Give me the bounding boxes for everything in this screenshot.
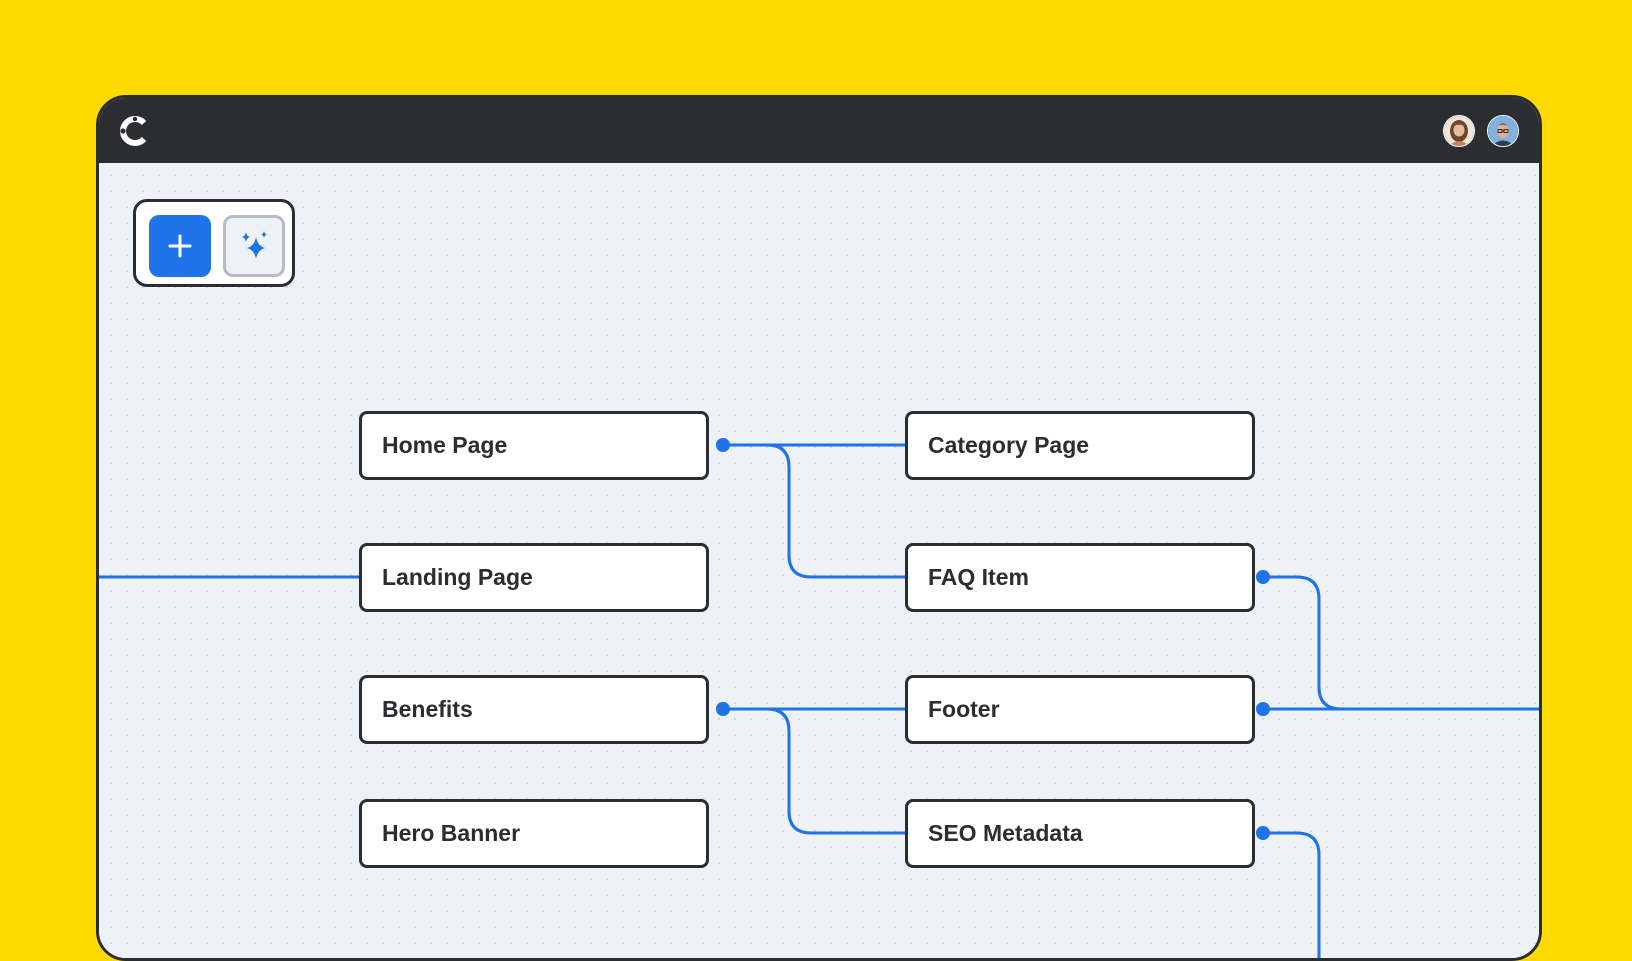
collaborator-avatars bbox=[1443, 115, 1519, 147]
avatar-man-glasses-icon bbox=[1488, 116, 1518, 146]
node-label: Footer bbox=[928, 696, 1000, 722]
node-category-page[interactable]: Category Page bbox=[905, 411, 1255, 480]
node-label: Benefits bbox=[382, 696, 473, 722]
add-node-button[interactable] bbox=[149, 215, 211, 277]
port-faq-out bbox=[1256, 570, 1270, 584]
flow-canvas[interactable]: Home Page Landing Page Benefits Hero Ban… bbox=[99, 163, 1539, 958]
node-label: SEO Metadata bbox=[928, 820, 1083, 846]
port-home-out bbox=[716, 438, 730, 452]
app-window: Home Page Landing Page Benefits Hero Ban… bbox=[96, 95, 1542, 961]
node-label: Hero Banner bbox=[382, 820, 521, 846]
avatar-woman-icon bbox=[1444, 116, 1474, 146]
title-bar bbox=[99, 98, 1539, 163]
node-hero-banner[interactable]: Hero Banner bbox=[359, 799, 709, 868]
port-footer-out bbox=[1256, 702, 1270, 716]
node-benefits[interactable]: Benefits bbox=[359, 675, 709, 744]
node-seo-metadata[interactable]: SEO Metadata bbox=[905, 799, 1255, 868]
plus-icon bbox=[168, 234, 192, 258]
avatar[interactable] bbox=[1443, 115, 1475, 147]
node-label: Landing Page bbox=[382, 564, 533, 590]
connector-seo-out bbox=[1261, 831, 1321, 958]
connector-faq-out bbox=[1261, 575, 1539, 711]
node-label: FAQ Item bbox=[928, 564, 1029, 590]
node-label: Category Page bbox=[928, 432, 1090, 458]
canvas-toolbar bbox=[133, 199, 295, 287]
connections bbox=[99, 438, 1539, 958]
connector-benefits-seo bbox=[721, 707, 917, 835]
node-label: Home Page bbox=[382, 432, 508, 458]
c-logo-icon[interactable] bbox=[118, 114, 152, 148]
node-landing-page[interactable]: Landing Page bbox=[359, 543, 709, 612]
port-seo-out bbox=[1256, 826, 1270, 840]
node-home-page[interactable]: Home Page bbox=[359, 411, 709, 480]
avatar[interactable] bbox=[1487, 115, 1519, 147]
ai-generate-button[interactable] bbox=[223, 215, 285, 277]
sparkles-icon bbox=[242, 231, 267, 259]
node-footer[interactable]: Footer bbox=[905, 675, 1255, 744]
node-faq-item[interactable]: FAQ Item bbox=[905, 543, 1255, 612]
connector-home-faq bbox=[721, 443, 917, 579]
port-benefits-out bbox=[716, 702, 730, 716]
